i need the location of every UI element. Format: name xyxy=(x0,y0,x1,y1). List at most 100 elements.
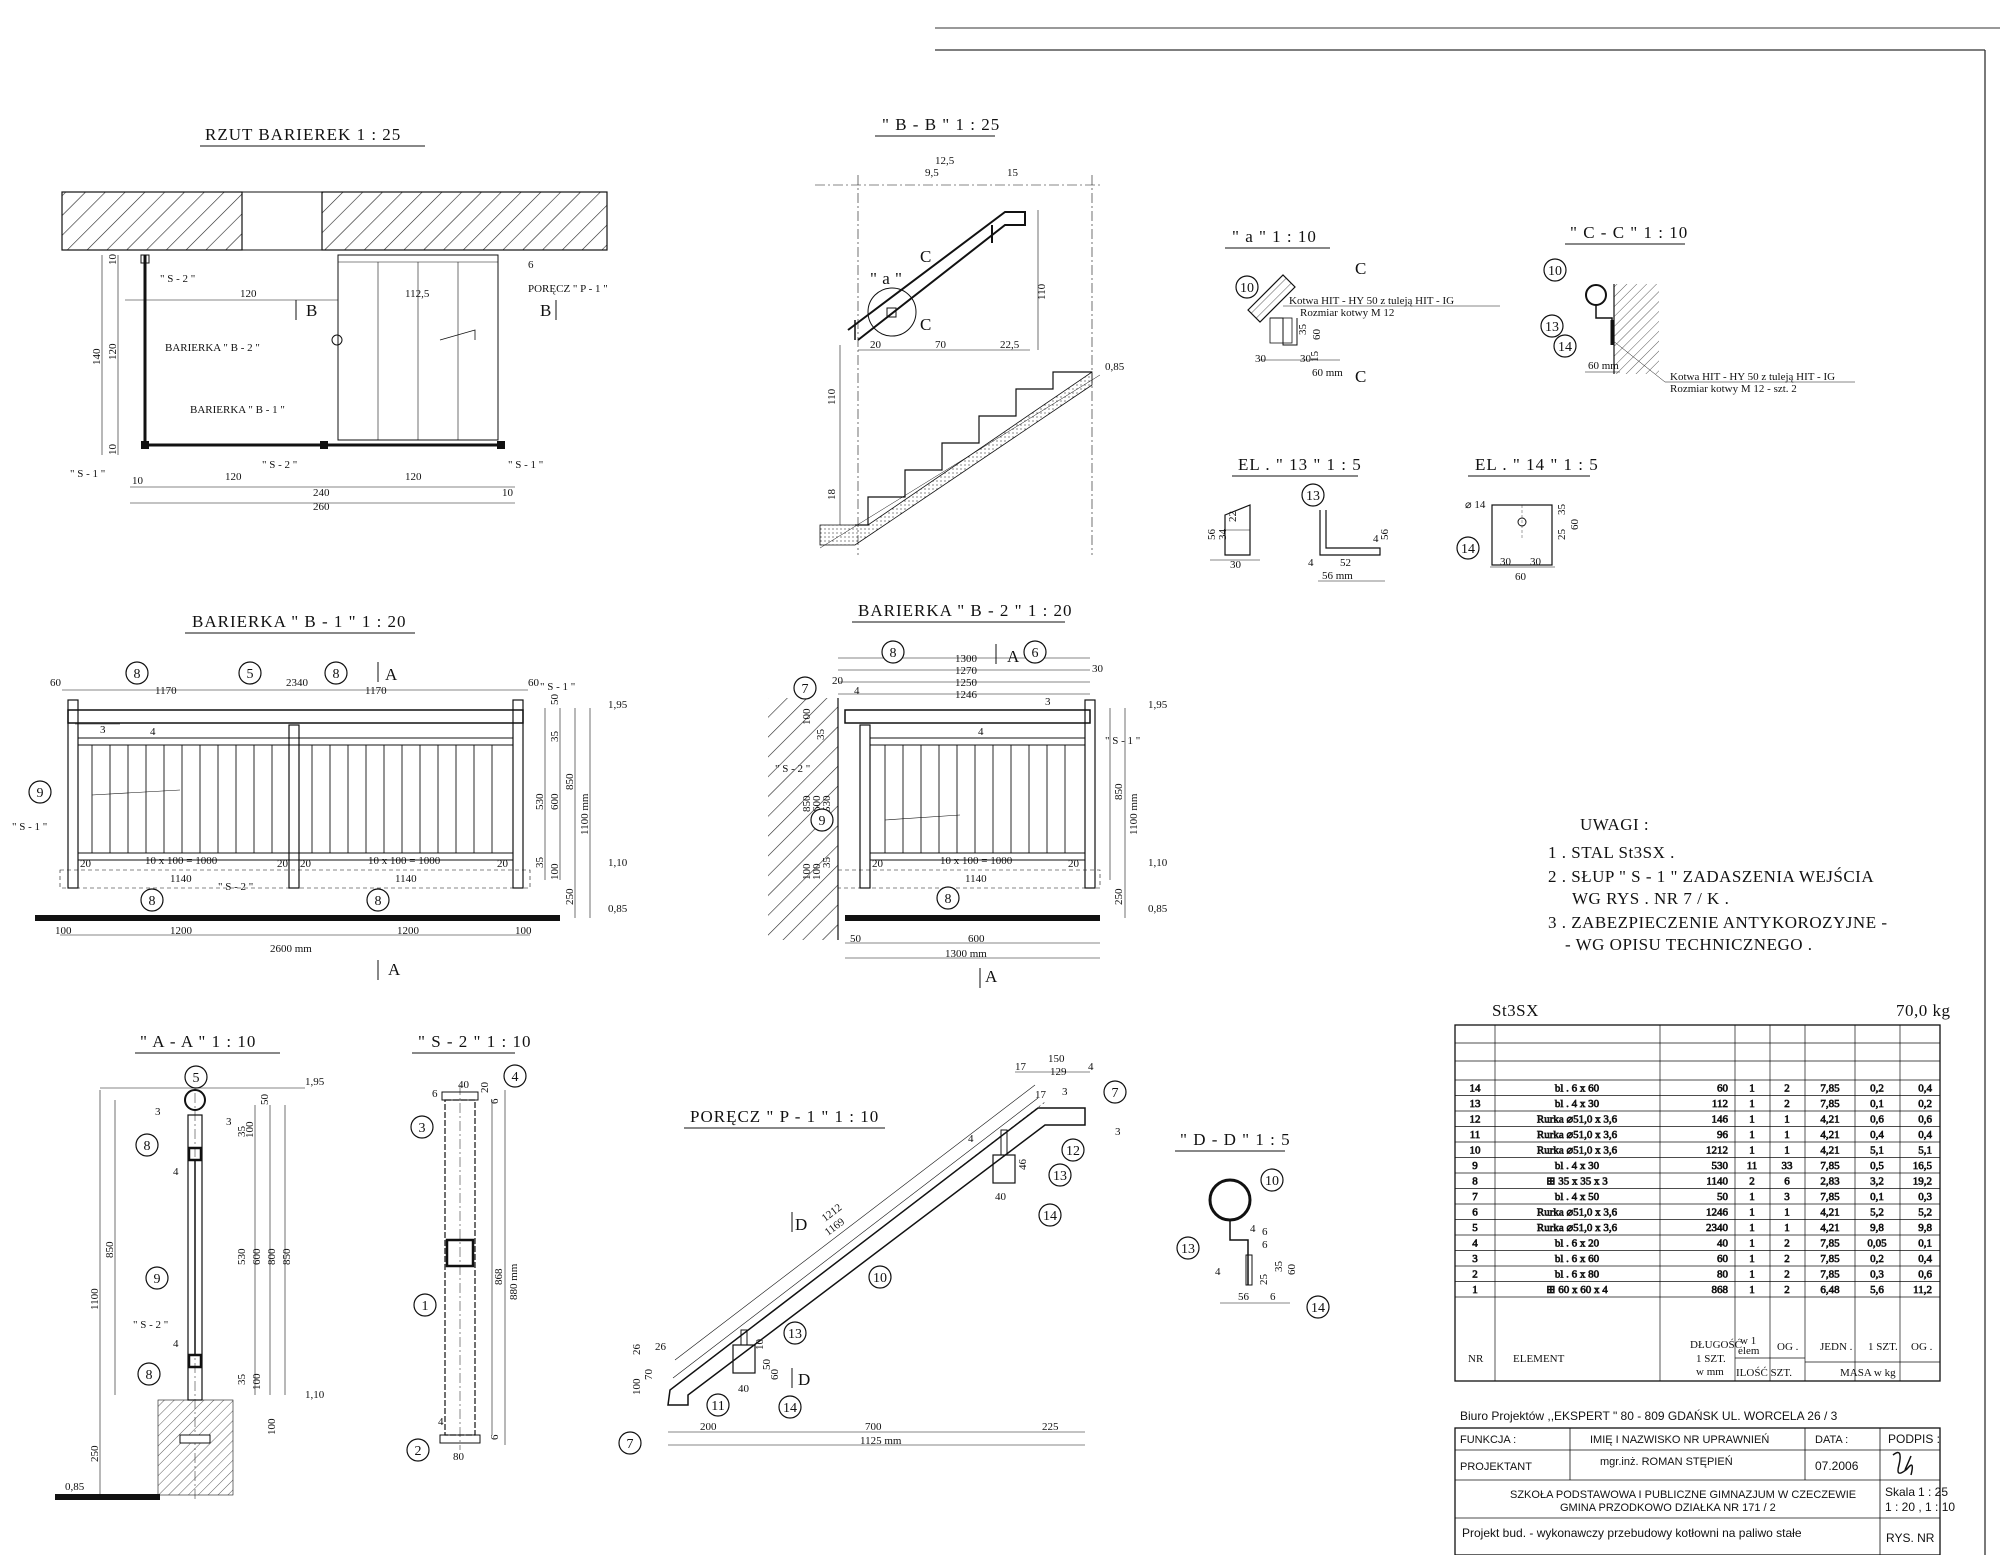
callout-circle xyxy=(1543,258,1567,282)
callout-number: 14 xyxy=(1043,1209,1057,1224)
callout-circle xyxy=(778,1395,802,1419)
svg-text:OG .: OG . xyxy=(1777,1341,1799,1353)
callout-circle xyxy=(238,661,262,685)
svg-text:20: 20 xyxy=(80,858,92,870)
svg-text:1300: 1300 xyxy=(955,653,978,665)
table-cell: 0,1 xyxy=(1870,1191,1884,1203)
svg-text:26: 26 xyxy=(655,1341,667,1353)
svg-text:1100 mm: 1100 mm xyxy=(579,793,591,835)
svg-text:15: 15 xyxy=(1007,167,1019,179)
svg-text:26: 26 xyxy=(631,1344,643,1356)
svg-text:FUNKCJA :: FUNKCJA : xyxy=(1460,1434,1516,1446)
view-rzut-barierek: RZUT BARIEREK 1 : 25 120 112,5 6 " S - 2… xyxy=(61,125,608,513)
callout-number: 14 xyxy=(783,1401,797,1416)
table-cell: Rurka ⌀51,0 x 3,6 xyxy=(1537,1207,1618,1219)
table-cell: 0,3 xyxy=(1918,1191,1932,1203)
svg-text:530: 530 xyxy=(821,795,833,812)
svg-text:D: D xyxy=(798,1370,811,1389)
svg-text:850: 850 xyxy=(564,773,576,790)
svg-text:NR: NR xyxy=(1468,1353,1484,1365)
table-cell: 1 xyxy=(1784,1145,1790,1157)
svg-text:10: 10 xyxy=(754,1339,766,1351)
svg-text:3: 3 xyxy=(226,1116,232,1128)
svg-text:1140: 1140 xyxy=(965,873,987,885)
table-cell: 14 xyxy=(1470,1083,1482,1095)
svg-text:w mm: w mm xyxy=(1696,1366,1724,1378)
callout-circle xyxy=(406,1438,430,1462)
note-item: 1 . STAL St3SX . xyxy=(1548,843,1675,862)
callout-circle xyxy=(810,808,834,832)
svg-text:35: 35 xyxy=(1297,324,1309,336)
svg-text:35: 35 xyxy=(821,857,833,869)
callout-circle xyxy=(1023,640,1047,664)
svg-text:50: 50 xyxy=(549,694,561,706)
table-cell: 0,6 xyxy=(1918,1269,1932,1281)
table-cell: 2340 xyxy=(1706,1222,1729,1234)
callout-circle xyxy=(1553,334,1577,358)
svg-text:250: 250 xyxy=(1113,888,1125,905)
table-cell: 5,2 xyxy=(1918,1207,1932,1219)
table-cell: 7,85 xyxy=(1820,1098,1840,1110)
table-cell: 6 xyxy=(1784,1176,1790,1188)
table-cell: 10 xyxy=(1470,1145,1482,1157)
svg-text:4: 4 xyxy=(1373,533,1379,545)
table-cell: 1 xyxy=(1749,1207,1755,1219)
view-section-cc: " C - C " 1 : 10 60 mm Kotwa HIT - HY 50… xyxy=(1565,223,1855,395)
svg-text:ILOŚĆ SZT.: ILOŚĆ SZT. xyxy=(1736,1367,1792,1379)
svg-text:80: 80 xyxy=(453,1451,465,1463)
table-cell: 1 xyxy=(1749,1238,1755,1250)
svg-text:20: 20 xyxy=(300,858,312,870)
part-callout-14: 14 xyxy=(1553,334,1577,358)
drawing-number: RYS. NR xyxy=(1886,1531,1935,1545)
svg-text:112,5: 112,5 xyxy=(405,288,430,300)
svg-text:22,5: 22,5 xyxy=(1000,339,1020,351)
svg-text:25: 25 xyxy=(1258,1274,1270,1286)
svg-text:868: 868 xyxy=(493,1268,505,1285)
label-barierka-b2: BARIERKA " B - 2 " xyxy=(165,342,260,354)
svg-text:10: 10 xyxy=(107,254,119,266)
callout-number: 13 xyxy=(1306,489,1320,504)
table-cell: 0,2 xyxy=(1918,1098,1932,1110)
svg-text:25: 25 xyxy=(1556,529,1568,541)
svg-text:40: 40 xyxy=(995,1191,1007,1203)
table-cell: Rurka ⌀51,0 x 3,6 xyxy=(1537,1129,1618,1141)
svg-text:4: 4 xyxy=(1088,1061,1094,1073)
svg-text:" S - 1 ": " S - 1 " xyxy=(70,468,105,480)
svg-text:3: 3 xyxy=(1062,1086,1068,1098)
svg-text:20: 20 xyxy=(870,339,882,351)
svg-text:60: 60 xyxy=(769,1369,781,1381)
part-callout-7: 7 xyxy=(793,676,817,700)
table-cell: 0,6 xyxy=(1918,1114,1932,1126)
part-callout-8: 8 xyxy=(125,661,149,685)
table-cell: bl . 6 x 60 xyxy=(1555,1083,1600,1095)
table-cell: 11,2 xyxy=(1913,1284,1932,1296)
svg-text:3: 3 xyxy=(1115,1126,1121,1138)
view-handrail-p1: PORĘCZ " P - 1 " 1 : 10 1212 1169 150 17… xyxy=(631,1053,1121,1447)
svg-text:1,95: 1,95 xyxy=(305,1076,325,1088)
callout-circle xyxy=(366,888,390,912)
svg-text:B: B xyxy=(306,301,318,320)
svg-text:" S - 1 ": " S - 1 " xyxy=(508,459,543,471)
table-cell: 3 xyxy=(1784,1191,1790,1203)
svg-text:1250: 1250 xyxy=(955,677,978,689)
table-cell: 13 xyxy=(1470,1098,1482,1110)
svg-text:70: 70 xyxy=(643,1369,655,1381)
svg-text:ELEMENT: ELEMENT xyxy=(1513,1353,1565,1365)
table-cell: 0,1 xyxy=(1870,1098,1884,1110)
callout-number: 10 xyxy=(873,1271,887,1286)
svg-text:60 mm: 60 mm xyxy=(1588,360,1619,372)
table-cell: 1 xyxy=(1749,1269,1755,1281)
part-callout-1: 1 xyxy=(413,1293,437,1317)
table-cell: 1 xyxy=(1749,1083,1755,1095)
callout-number: 8 xyxy=(149,894,156,909)
part-callout-4: 4 xyxy=(503,1064,527,1088)
view-element-13: EL . " 13 " 1 : 5 56 34 22 30 52 4 4 56 … xyxy=(1206,455,1391,582)
svg-text:20: 20 xyxy=(1068,858,1080,870)
svg-text:12,5: 12,5 xyxy=(935,155,955,167)
table-cell: 5 xyxy=(1472,1222,1478,1234)
sheet-frame xyxy=(935,27,2000,1555)
svg-text:70: 70 xyxy=(935,339,947,351)
